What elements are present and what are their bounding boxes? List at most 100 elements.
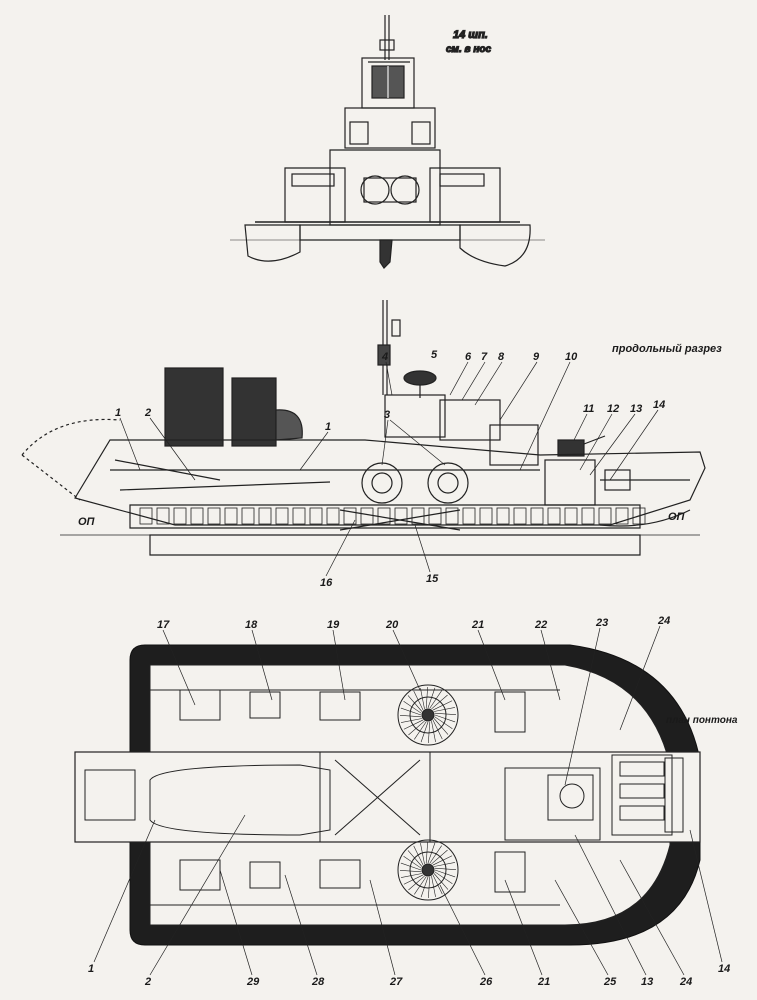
skirt-segment: [411, 507, 425, 525]
fan-blade: [434, 862, 456, 867]
skirt-segment: [309, 507, 323, 525]
plan-callout-29: 29: [246, 976, 260, 988]
fan-blade: [408, 720, 425, 736]
skirt-segment: [207, 507, 221, 525]
plan-callout-22: 22: [534, 619, 547, 631]
fan-blade: [431, 721, 436, 743]
fan-blade: [425, 841, 428, 864]
side-callout-10: 10: [565, 351, 578, 363]
fan-blade: [403, 856, 422, 869]
fan-blade: [399, 870, 422, 873]
fan-blade: [429, 845, 442, 864]
fan-blade: [413, 845, 424, 866]
fan-blade: [420, 842, 425, 864]
plan-callout-24a: 24: [657, 615, 670, 627]
fan-blade: [407, 695, 423, 712]
fan-blade: [403, 874, 424, 885]
fan-blade: [427, 842, 436, 864]
plan-callout-14: 14: [718, 963, 730, 975]
skirt-segment: [632, 507, 646, 525]
plan-callout-2: 2: [144, 976, 151, 988]
baseline-left-label: ОП: [78, 516, 96, 528]
plan-callout-26: 26: [479, 976, 493, 988]
fan-blade: [434, 869, 456, 878]
front-caption-line1: 14 шп.: [453, 29, 488, 41]
fan-blade: [432, 855, 453, 866]
plan-caption: план понтона: [666, 715, 738, 726]
plan-leader-lines: [93, 625, 723, 976]
fan-blade: [427, 687, 436, 709]
plan-callout-24b: 24: [679, 976, 692, 988]
side-caption: продольный разрез: [612, 343, 722, 355]
skirt-segment: [292, 507, 306, 525]
fan-blade: [408, 875, 425, 891]
fan-blade: [413, 690, 424, 711]
side-callout-6: 6: [465, 351, 472, 363]
plan-callouts-bottom: 1 2 29 28 27 26 21 25 13 24 14: [88, 963, 730, 988]
skirt-segment: [139, 507, 153, 525]
fan-blade: [403, 701, 422, 714]
fan-blade: [434, 714, 456, 723]
fan-blade: [400, 862, 422, 871]
side-callout-12: 12: [607, 403, 619, 415]
plan-callout-1: 1: [88, 963, 94, 975]
side-view: [21, 300, 706, 556]
fan-blade: [420, 721, 429, 743]
skirt-segment: [156, 507, 170, 525]
fan-blade: [434, 867, 457, 870]
fan-blade: [434, 712, 457, 715]
skirt-segment: [530, 507, 544, 525]
side-callout-2: 2: [144, 407, 151, 419]
plan-callout-25: 25: [603, 976, 617, 988]
side-callout-1b: 1: [325, 421, 331, 433]
fan-blade: [400, 707, 422, 716]
side-callout-13: 13: [630, 403, 642, 415]
fan-blade: [399, 715, 422, 718]
side-callout-14: 14: [653, 399, 665, 411]
fan-blade: [432, 719, 443, 740]
skirt-segment: [547, 507, 561, 525]
fan-blade: [429, 690, 442, 709]
skirt-segment: [258, 507, 272, 525]
skirt-segment: [275, 507, 289, 525]
plan-callouts-top: 17 18 19 20 21 22 23 24: [157, 615, 670, 631]
skirt-segment: [343, 507, 357, 525]
skirt-segment: [513, 507, 527, 525]
skirt-segment: [190, 507, 204, 525]
plan-callout-17: 17: [157, 619, 170, 631]
skirt-segment: [377, 507, 391, 525]
skirt-segment: [326, 507, 340, 525]
side-callout-1a: 1: [115, 407, 121, 419]
fan-blade: [428, 876, 431, 899]
skirt-segment: [394, 507, 408, 525]
fan-blade: [434, 707, 456, 712]
side-callout-5: 5: [431, 349, 438, 361]
side-callout-7: 7: [481, 351, 488, 363]
skirt-segment: [581, 507, 595, 525]
fan-blade: [414, 876, 427, 895]
side-callout-15: 15: [426, 573, 439, 585]
fan-blade: [433, 718, 449, 735]
fan-blade: [425, 686, 428, 709]
fan-blade: [420, 687, 425, 709]
fan-blade: [403, 719, 424, 730]
fan-blade: [400, 718, 422, 723]
plan-callout-18: 18: [245, 619, 258, 631]
fan-blade: [434, 871, 453, 884]
fan-blade: [432, 700, 453, 711]
skirt-segment: [241, 507, 255, 525]
skirt-segment: [173, 507, 187, 525]
plan-callout-21a: 21: [471, 619, 484, 631]
side-callout-3: 3: [384, 409, 390, 421]
lift-fan-blades: [399, 686, 457, 899]
fan-blade: [400, 873, 422, 878]
side-callout-16: 16: [320, 577, 333, 589]
plan-callout-20: 20: [385, 619, 399, 631]
skirt-segment: [615, 507, 629, 525]
skirt-segment: [598, 507, 612, 525]
fan-blade: [420, 876, 429, 898]
plan-callout-23: 23: [595, 617, 608, 629]
front-view: [230, 15, 545, 269]
skirt-segments: [139, 507, 646, 525]
fan-blade: [431, 849, 448, 865]
